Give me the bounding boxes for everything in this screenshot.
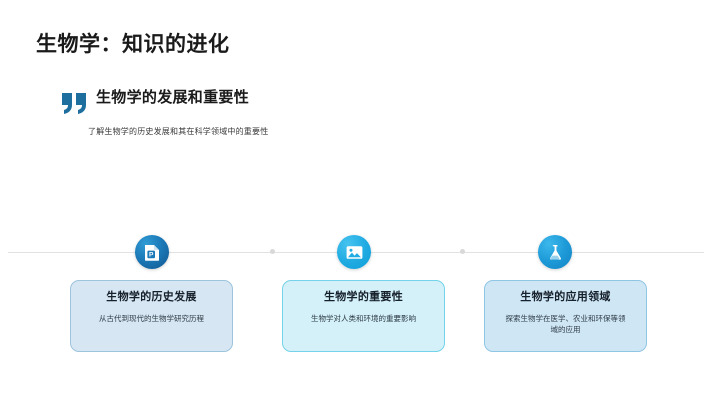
timeline-node-1[interactable]: P [135,235,169,269]
content-card-3[interactable]: 生物学的应用领域 探索生物学在医学、农业和环保等领域的应用 [484,280,647,352]
card-description: 探索生物学在医学、农业和环保等领域的应用 [505,314,626,334]
timeline-node-2[interactable] [337,235,371,269]
timeline-dot [270,249,275,254]
card-description: 生物学对人类和环境的重要影响 [311,314,416,323]
quote-heading: 生物学的发展和重要性 [96,89,250,106]
card-title: 生物学的历史发展 [106,291,197,303]
timeline-node-3[interactable] [538,235,572,269]
image-picture-icon [346,245,363,260]
quote-subtitle: 了解生物学的历史发展和其在科学领域中的重要性 [88,127,269,136]
page-title: 生物学：知识的进化 [36,33,230,56]
card-title: 生物学的应用领域 [520,291,611,303]
content-card-2[interactable]: 生物学的重要性 生物学对人类和环境的重要影响 [282,280,445,352]
card-description: 从古代到现代的生物学研究历程 [99,314,204,323]
timeline-dot [460,249,465,254]
quote-heading-row: 生物学的发展和重要性 [60,88,480,116]
presentation-file-icon: P [144,244,160,261]
content-card-1[interactable]: 生物学的历史发展 从古代到现代的生物学研究历程 [70,280,233,352]
quote-block: 生物学的发展和重要性 了解生物学的历史发展和其在科学领域中的重要性 [60,88,480,137]
svg-text:P: P [149,251,154,258]
quote-mark-icon [60,90,90,118]
card-title: 生物学的重要性 [323,291,404,303]
flask-beaker-icon [547,244,563,261]
